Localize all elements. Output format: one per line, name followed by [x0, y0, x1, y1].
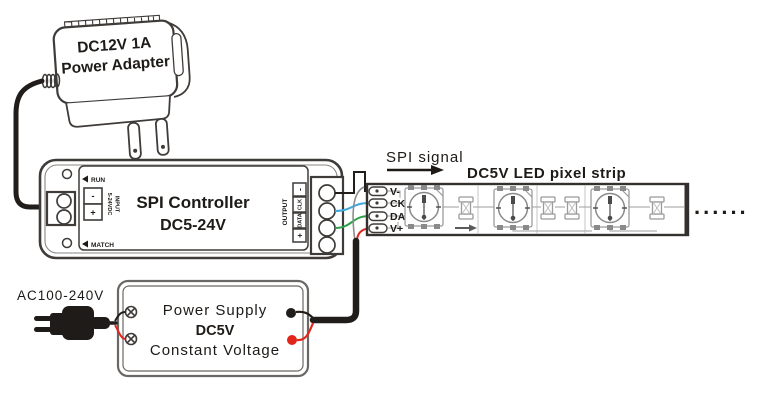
psu-out-wire-red: [296, 322, 315, 342]
output-terminal-4: [318, 236, 336, 254]
output-pin-plus: +: [296, 233, 305, 238]
led-pixel-2: [493, 185, 533, 231]
output-pin-data-cell: [292, 212, 307, 229]
adapter-vent-fins: [63, 14, 161, 28]
output-pin-data: DATA: [298, 213, 304, 227]
adapter-prong-right: [154, 117, 170, 156]
plug-prong: [34, 327, 52, 332]
strip-component: [458, 196, 474, 220]
run-triangle-icon: [82, 175, 88, 183]
adapter-side-flange: [166, 21, 191, 98]
psu-label-line1: Power Supply: [163, 302, 268, 319]
strip-pin-vminus: V-: [390, 186, 400, 198]
psu-dc-out-minus: [286, 308, 296, 318]
input-word-label: INPUT: [114, 196, 120, 213]
controller-face-panel: [78, 165, 309, 251]
psu-dc-cable: [309, 237, 360, 324]
plug-body: [62, 306, 94, 340]
adapter-prong-left: [127, 121, 142, 160]
input-pin-minus: -: [92, 191, 95, 201]
adapter-label-line1: DC12V 1A: [77, 34, 152, 56]
psu-label-line2: DC5V: [196, 323, 235, 339]
led-pixel-1: [404, 184, 444, 230]
screw-hole: [61, 168, 73, 180]
output-pin-clk-cell: [292, 196, 307, 213]
output-terminal-1: [318, 184, 336, 202]
output-pin-minus-cell: [292, 182, 307, 197]
input-rating-label: 5-24VDC: [106, 193, 112, 216]
plug-wire-red: [114, 324, 126, 340]
psu-ac-terminal-2: [124, 332, 138, 346]
strip-component: [564, 196, 580, 220]
wire-ground-join: [352, 186, 365, 242]
input-pin-plus-cell: [83, 203, 103, 221]
prong-hole: [160, 144, 165, 149]
ac-plug: [34, 306, 110, 340]
wire-clk: [334, 202, 370, 212]
strip-cut-lines: [477, 185, 586, 234]
controller-title-line2: DC5-24V: [160, 217, 226, 234]
led-pixel-3: [590, 185, 630, 231]
screw-hole: [61, 237, 73, 249]
input-terminal-1: [56, 193, 72, 209]
adapter-dc-cable: [13, 78, 47, 210]
psu-label-line3: Constant Voltage: [150, 342, 280, 359]
plug-wire-black: [114, 311, 126, 322]
adapter-side-slot: [171, 32, 184, 77]
match-label: MATCH: [91, 242, 114, 249]
power-adapter: DC12V 1A Power Adapter: [52, 14, 191, 160]
led-pixel-strip: V- CK DA V+: [365, 182, 690, 237]
output-word-label: OUTPUT: [282, 199, 289, 226]
strip-pin-vplus: V+: [390, 223, 403, 235]
ac-rating-label: AC100-240V: [17, 288, 104, 303]
psu-out-wire-black: [295, 310, 314, 319]
wire-data: [334, 215, 370, 229]
psu-dc-out-plus: [287, 335, 297, 345]
input-terminal-2: [56, 209, 72, 225]
output-terminal-3: [318, 219, 336, 237]
adapter-strain-relief: [41, 73, 61, 89]
strip-title: DC5V LED pixel strip: [467, 165, 626, 182]
arrow-right-icon: [387, 165, 444, 175]
strip-pads: [368, 186, 388, 234]
spi-signal-label: SPI signal: [386, 149, 464, 166]
input-pin-plus: +: [90, 208, 95, 218]
strip-pin-ck: CK: [390, 198, 406, 210]
strip-continuation-dots: ......: [694, 194, 749, 219]
controller-title-line1: SPI Controller: [136, 193, 250, 212]
output-pin-minus: -: [296, 188, 305, 191]
strip-traces: [388, 190, 684, 232]
output-pin-plus-cell: [292, 228, 307, 243]
run-label: RUN: [91, 177, 105, 184]
strip-pin-da: DA: [390, 211, 406, 223]
strip-direction-arrow-icon: [455, 224, 477, 232]
adapter-lower-shell: [65, 96, 171, 128]
plug-cord-boot: [90, 317, 110, 329]
plug-prong: [34, 316, 52, 321]
strip-component: [540, 196, 556, 220]
output-terminal-2: [318, 202, 336, 220]
psu-inner-case-line: [122, 285, 304, 372]
strip-component: [649, 196, 665, 220]
output-pin-clk: CLK: [298, 199, 304, 210]
spi-controller: RUN MATCH - + 5-24VDC INPUT SPI Controll…: [38, 158, 345, 260]
psu-ac-terminal-1: [124, 305, 138, 319]
power-supply: Power Supply DC5V Constant Voltage: [116, 279, 310, 378]
wire-vminus: [335, 171, 369, 194]
prong-hole: [133, 148, 138, 153]
match-triangle-icon: [82, 240, 88, 248]
